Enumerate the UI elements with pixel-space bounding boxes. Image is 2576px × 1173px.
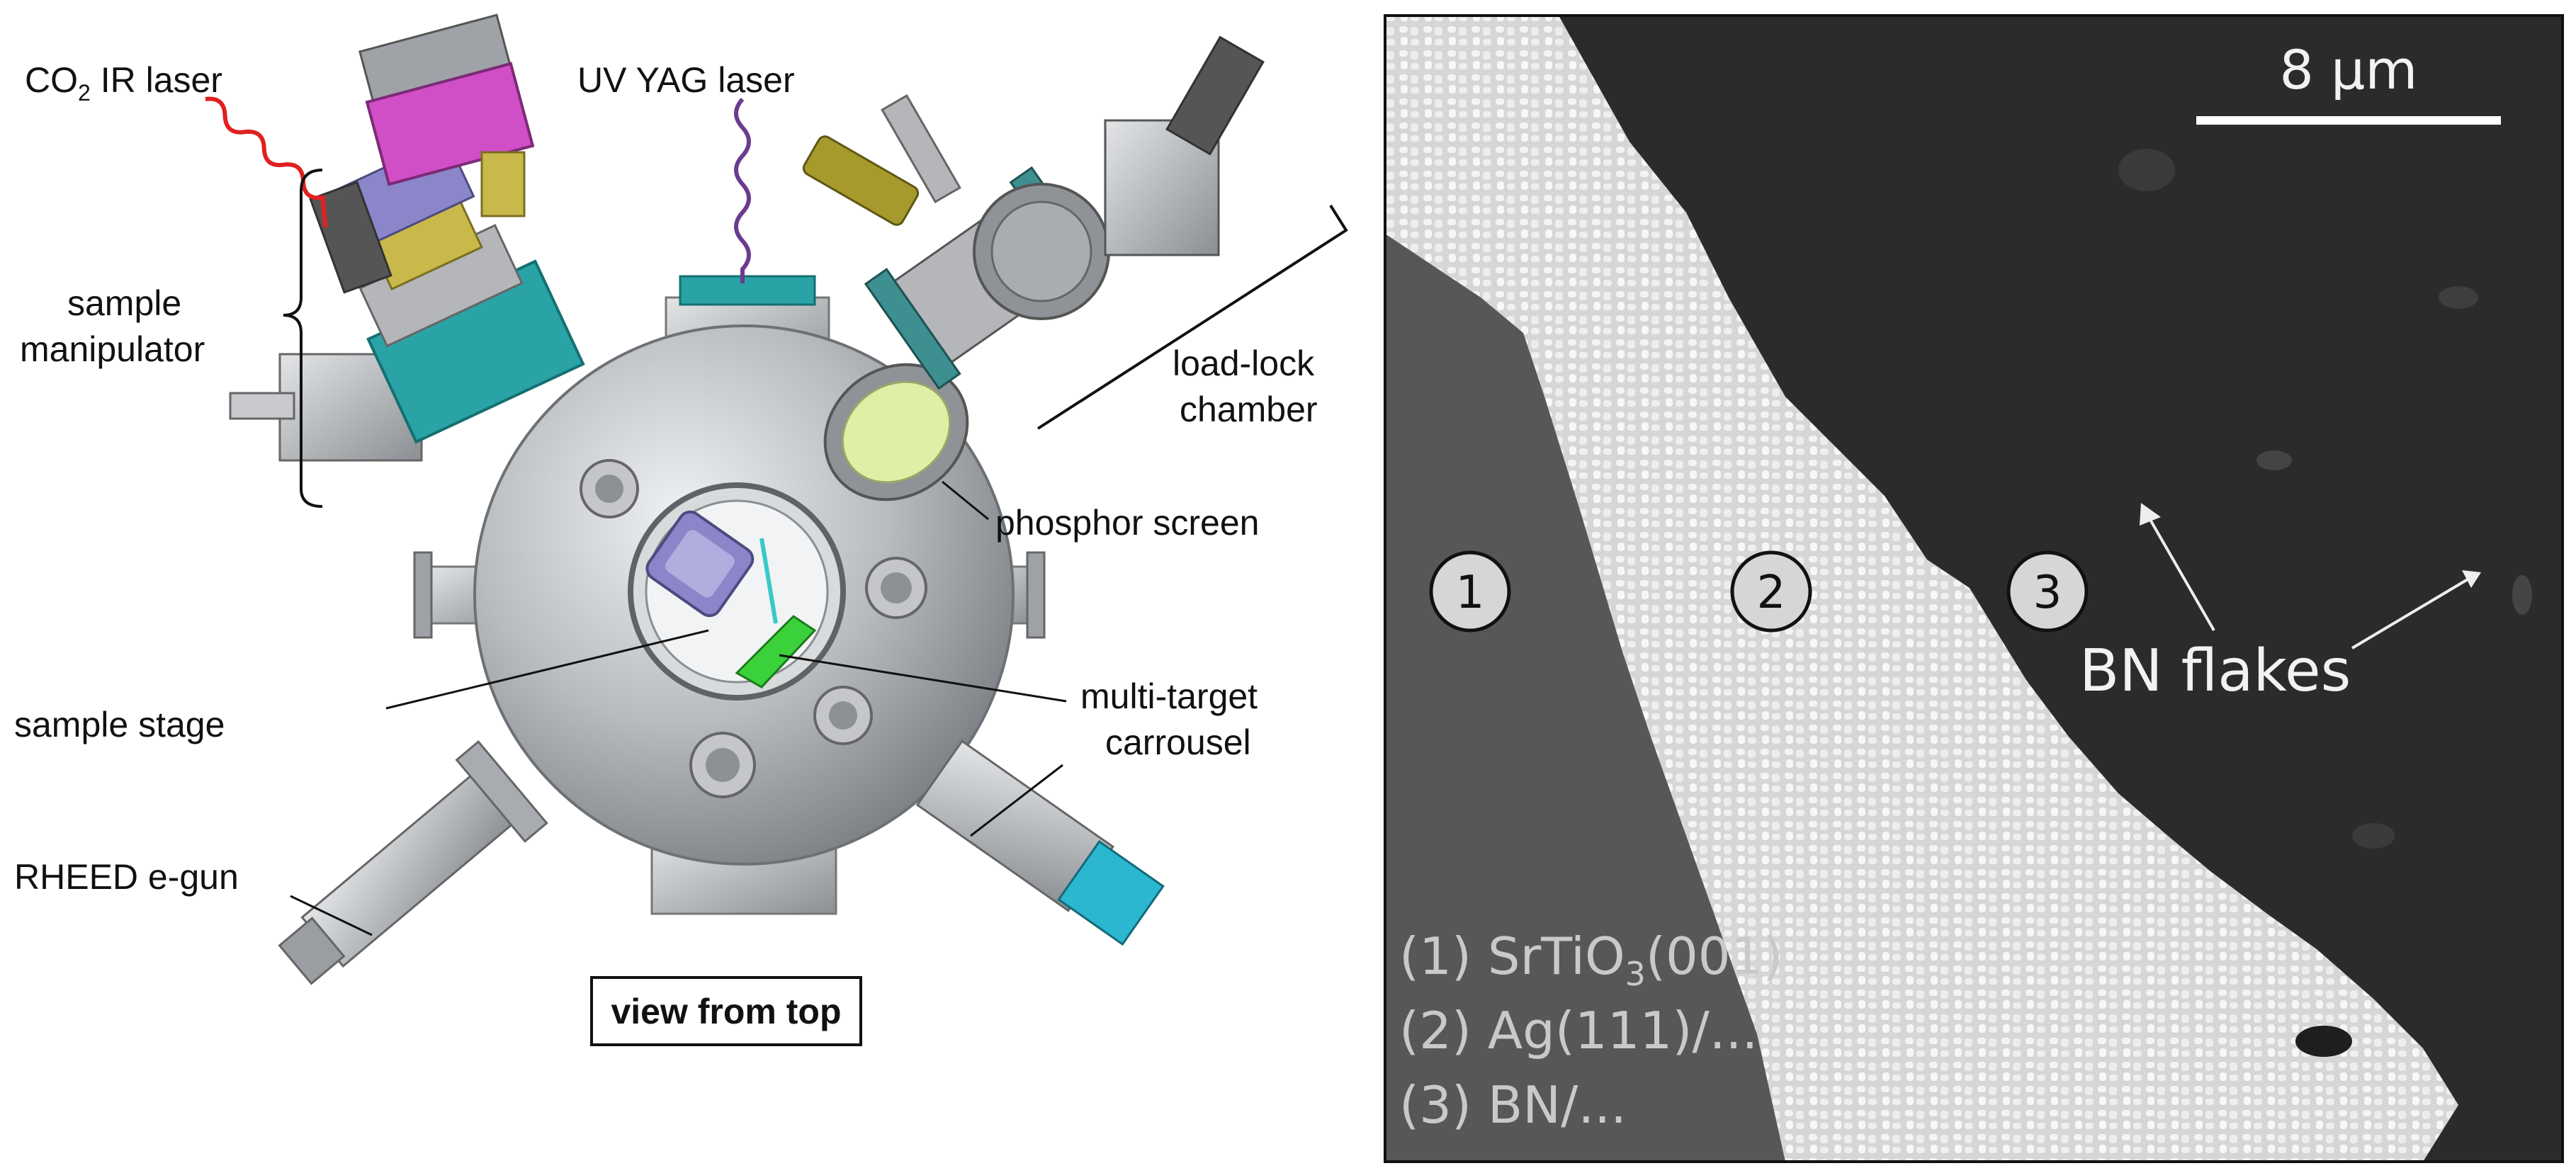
bn-arrow-2: [2351, 576, 2473, 650]
sample-stage-part: [645, 510, 755, 618]
legend-line-2: (2) Ag(111)/...: [1399, 1001, 1758, 1060]
bn-flake: [2295, 1026, 2352, 1057]
scale-bar-label: 8 µm: [2280, 38, 2418, 101]
rheed-gun-part: [278, 740, 548, 985]
region-marker-1-label: 1: [1456, 567, 1485, 619]
bn-flake: [2512, 575, 2532, 615]
multi-target-part: [735, 615, 817, 688]
legend-line-3: (3) BN/...: [1399, 1075, 1627, 1135]
load-lock-label-2: chamber: [1180, 390, 1318, 429]
rheed-label: RHEED e-gun: [14, 857, 239, 897]
multi-target-label-2: carrousel: [1105, 722, 1251, 762]
sem-image: [1385, 16, 2563, 1162]
load-lock-part: [802, 35, 1265, 390]
bn-arrowhead-1: [2140, 503, 2161, 526]
region-2-ag: [1385, 16, 2458, 1162]
bn-flake: [2352, 823, 2395, 849]
multi-target-label-1: multi-target: [1080, 676, 1258, 716]
co2-laser-label: CO2 IR laser: [25, 60, 222, 106]
region-marker-1: [1429, 550, 1511, 633]
bn-flake: [2256, 450, 2292, 470]
sample-manipulator-label-1: sample: [67, 283, 181, 323]
sample-stage-label: sample stage: [14, 705, 225, 744]
load-lock-bracket: [1185, 204, 1348, 334]
bn-arrow-1: [2145, 513, 2215, 631]
region-marker-3: [2006, 550, 2089, 633]
uv-window-flange: [679, 275, 816, 306]
phosphor-screen-part: [823, 363, 969, 502]
manipulator-bracket: [283, 169, 323, 508]
bn-arrowhead-2: [2462, 570, 2481, 588]
view-from-top-box: [590, 976, 862, 1046]
uv-laser-label: UV YAG laser: [577, 60, 795, 100]
region-marker-3-label: 3: [2033, 567, 2062, 619]
phosphor-screen-label: phosphor screen: [995, 503, 1259, 543]
rheed-leader: [290, 895, 373, 936]
sample-manipulator-label-2: manipulator: [20, 329, 205, 369]
carrousel-actuator: [915, 740, 1165, 946]
bn-flakes-label: BN flakes: [2079, 638, 2351, 705]
apparatus-drawing: CO2 IR laser UV YAG laser sample manipul…: [14, 13, 1348, 1046]
load-lock-label-1: load-lock: [1173, 344, 1315, 383]
sample-manipulator-part: [229, 13, 585, 462]
legend-line-1: (1) SrTiO3(001): [1399, 926, 1783, 993]
uv-laser-beam: [734, 97, 751, 283]
bn-flake: [2439, 286, 2478, 309]
view-from-top-label: view from top: [611, 992, 841, 1031]
carrousel-leader-2: [970, 764, 1063, 837]
sem-frame: [1384, 14, 2564, 1163]
stage-leader: [385, 629, 709, 710]
carrousel-leader: [779, 654, 1067, 703]
gold-bellows: [802, 135, 920, 226]
phosphor-leader: [942, 480, 989, 521]
region-1-substrate: [1385, 234, 1785, 1162]
region-marker-2: [1730, 550, 1812, 633]
region-marker-2-label: 2: [1757, 567, 1786, 619]
bn-flake: [2118, 149, 2175, 191]
